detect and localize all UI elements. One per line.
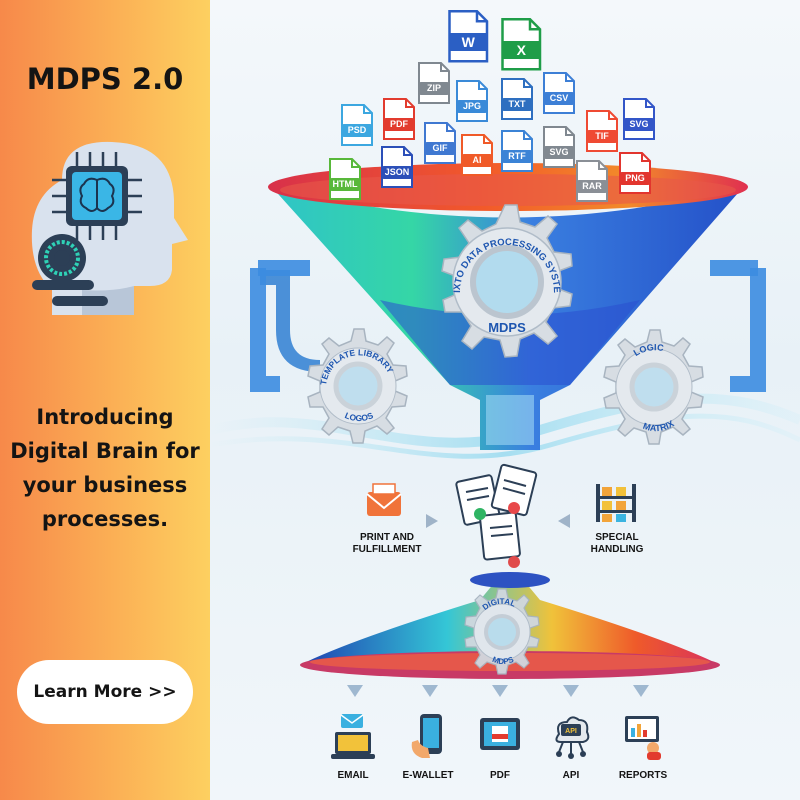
output-label: EMAIL [337,770,369,781]
svg-text:DIGITAL: DIGITAL [481,597,517,612]
file-type-label: RTF [502,150,532,163]
down-arrow-icon [563,685,579,697]
label-line: PRINT AND [359,532,415,543]
label-line: SPECIAL [595,532,639,543]
gear-icon [464,588,540,675]
phone-wallet-icon [411,714,442,758]
gear-center-label: MDPS [488,320,526,335]
file-type-icon: SVG [622,98,656,140]
file-type-label: AI [462,154,492,167]
intro-text: Introducing Digital Brain for your busin… [0,400,210,536]
logic-matrix-gear: LOGIC MATRIX [594,326,714,446]
gear-ring-text: DIGITAL MDPS [481,597,517,667]
gear-icon [441,204,573,358]
learn-more-button[interactable]: Learn More >> [17,660,193,724]
intro-line: Introducing [36,405,174,429]
svg-text:MATRIX: MATRIX [642,418,676,433]
svg-text:LOGOS: LOGOS [343,410,375,423]
cloud-api-icon: API [555,716,590,759]
output-label: REPORTS [618,770,668,781]
file-type-icon: PDF [382,98,416,140]
reports-icon [625,716,661,760]
ai-head-icon [31,141,189,315]
output-label: API [562,770,580,781]
file-type-icon: HTML [328,158,362,200]
file-type-icon: W [447,10,490,63]
file-type-icon: PNG [618,152,652,194]
gear-ring-label: LOGOS [343,410,375,423]
file-type-label: PNG [620,172,650,185]
print-fulfillment-label: PRINT AND FULFILLMENT [332,532,442,556]
digital-mdps-gear: DIGITAL MDPS [457,586,547,676]
file-type-icon: PSD [340,104,374,146]
intro-line: Digital Brain for [10,439,200,463]
svg-text:MDPS: MDPS [491,655,515,667]
file-type-label: CSV [544,92,574,105]
gear-ring-label: MATRIX [642,418,676,433]
gear-ring-label: TEMPLATE LIBRARY [318,347,396,386]
gear-ring-label: MDPS [491,655,515,667]
product-title: MDPS 2.0 [26,62,184,96]
down-arrow-icon [633,685,649,697]
label-line: HANDLING [590,544,644,555]
tablet-pdf-icon [480,718,520,750]
file-type-label: PSD [342,124,372,137]
file-type-icon: ZIP [417,62,451,104]
file-type-label: RAR [577,180,607,193]
intro-line: processes. [41,507,169,531]
file-type-label: SVG [624,118,654,131]
file-type-label: TXT [502,98,532,111]
output-label: E-WALLET [402,770,454,781]
file-type-label: TIF [587,130,617,143]
file-type-icon: CSV [542,72,576,114]
file-type-icon: GIF [423,122,457,164]
file-type-label: JSON [382,166,412,179]
gear-ring-text: TEMPLATE LIBRARY LOGOS [318,347,396,423]
file-type-icon: JSON [380,146,414,188]
file-type-icon: TIF [585,110,619,152]
gear-ring-text: LOGIC MATRIX [632,342,676,433]
gear-icon [307,328,408,444]
svg-text:TEMPLATE LIBRARY: TEMPLATE LIBRARY [318,347,396,386]
special-handling-label: SPECIAL HANDLING [572,532,662,556]
down-arrow-icon [492,685,508,697]
file-type-label: W [449,32,488,51]
file-type-label: ZIP [419,82,449,95]
file-type-label: GIF [425,142,455,155]
label-line: FULFILLMENT [352,544,422,555]
file-type-label: PDF [384,118,414,131]
file-type-label: JPG [457,100,487,113]
template-library-gear: TEMPLATE LIBRARY LOGOS [298,325,418,445]
output-label: PDF [490,770,510,781]
file-type-label: SVG [544,146,574,159]
intro-line: your business [22,473,188,497]
file-type-icon: AI [460,134,494,176]
laptop-mail-icon [331,714,375,759]
file-type-label: X [502,40,541,59]
promo-panel: MDPS 2.0 Introducing Digital Brain for y… [0,0,210,800]
file-type-icon: RTF [500,130,534,172]
gear-ring-label: DIGITAL [481,597,517,612]
file-type-icon: TXT [500,78,534,120]
gear-ring-label: LOGIC [632,342,665,358]
svg-text:LOGIC: LOGIC [632,342,665,358]
down-arrow-icon [347,685,363,697]
down-arrow-icon [422,685,438,697]
file-type-label: HTML [330,178,360,191]
file-type-icon: X [500,18,543,71]
gear-icon [603,329,704,445]
file-type-icon: SVG [542,126,576,168]
svg-text:API: API [565,728,577,735]
file-type-icon: JPG [455,80,489,122]
file-type-icon: RAR [575,160,609,202]
